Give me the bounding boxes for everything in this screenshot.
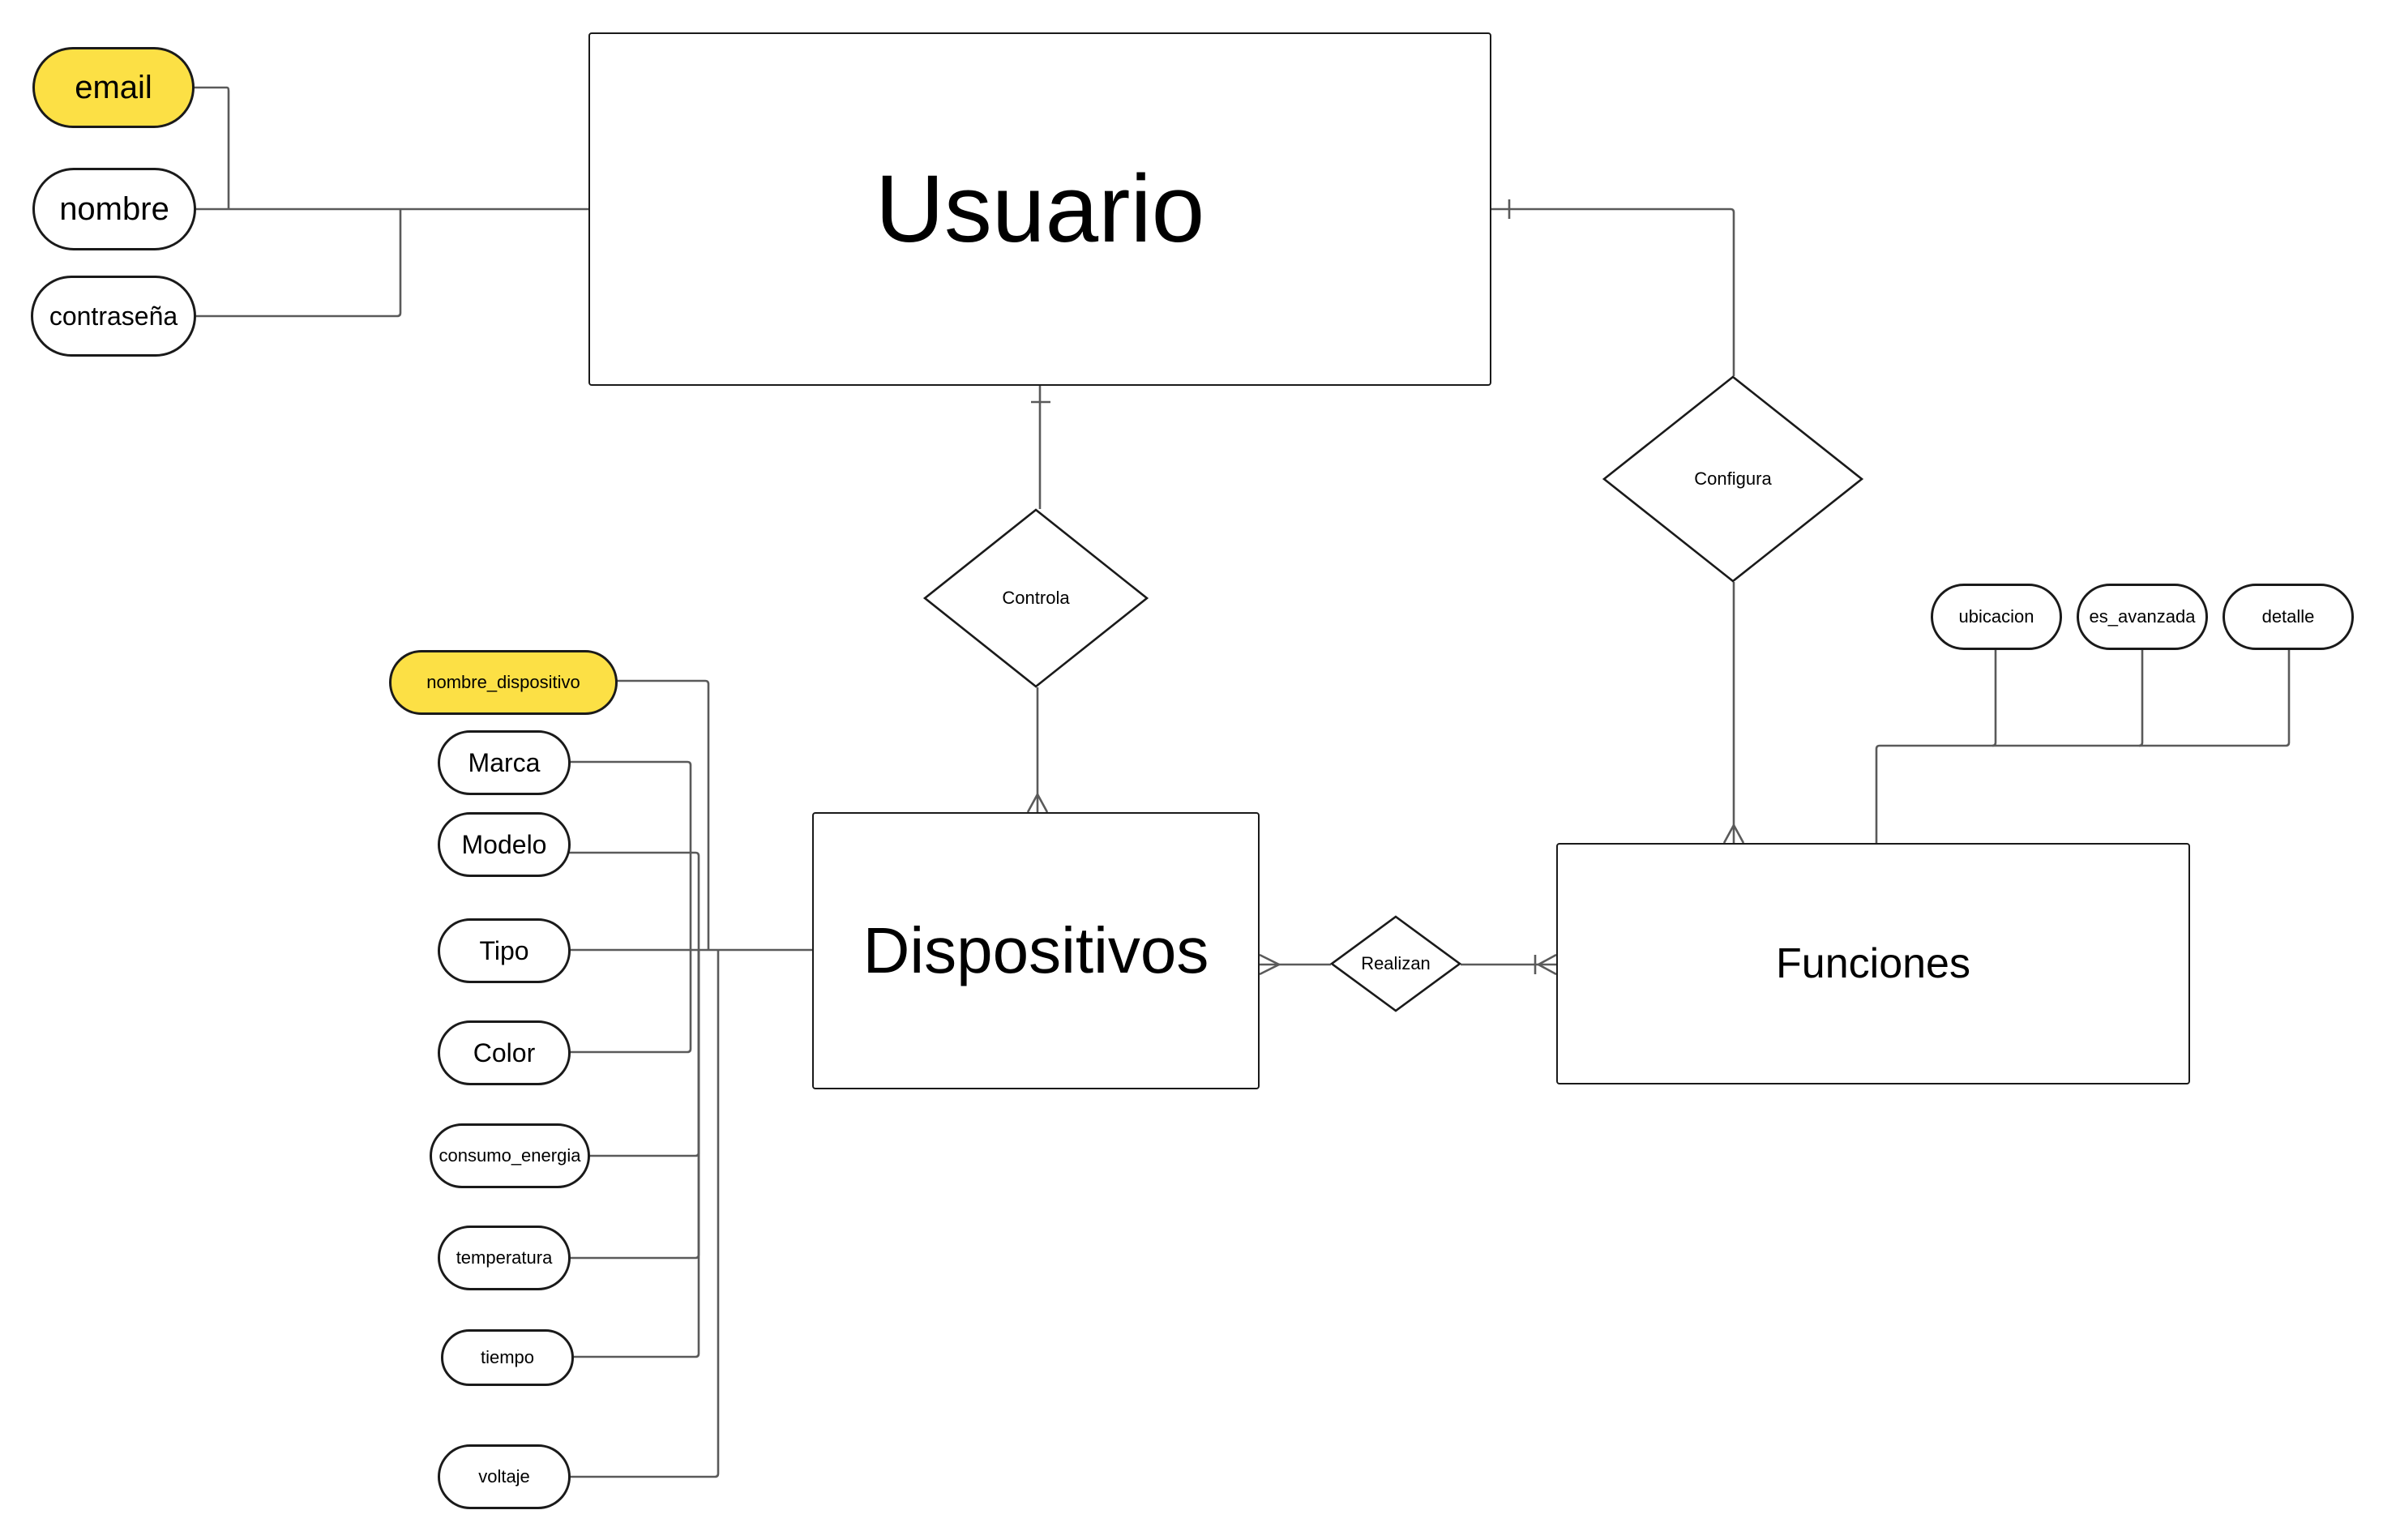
attribute-consumo-energia[interactable]: consumo_energia [430, 1123, 590, 1188]
attribute-marca-label: Marca [468, 747, 541, 777]
attribute-marca[interactable]: Marca [438, 730, 571, 795]
connector-nombre-dispositivo [616, 679, 710, 950]
attribute-temperatura-label: temperatura [456, 1247, 553, 1268]
attribute-detalle-label: detalle [2261, 606, 2315, 627]
attribute-nombre-dispositivo-key[interactable]: nombre_dispositivo [389, 650, 618, 715]
diamond-shape [922, 508, 1149, 688]
entity-usuario[interactable]: Usuario [588, 32, 1491, 386]
entity-funciones[interactable]: Funciones [1556, 843, 2190, 1084]
attribute-email-key[interactable]: email [32, 47, 195, 128]
attribute-detalle[interactable]: detalle [2223, 584, 2354, 650]
relationship-realizan-label: Realizan [1361, 953, 1431, 973]
attribute-es-avanzada[interactable]: es_avanzada [2077, 584, 2208, 650]
attribute-email-label: email [75, 69, 152, 105]
relationship-realizan[interactable]: Realizan [1329, 915, 1462, 1012]
connector-color [569, 950, 692, 1054]
relationship-controla[interactable]: Controla [922, 508, 1149, 688]
crowfoot-funciones-top [1722, 823, 1745, 844]
entity-dispositivos[interactable]: Dispositivos [812, 812, 1260, 1089]
connector-funciones-bus [1875, 648, 2291, 843]
attribute-nombre[interactable]: nombre [32, 168, 196, 250]
connector-contrasena [195, 209, 402, 318]
attribute-color-label: Color [473, 1037, 536, 1067]
connector-usuario-configura [1491, 207, 1735, 376]
attribute-es-avanzada-label: es_avanzada [2089, 606, 2196, 627]
connector-tiempo [572, 950, 700, 1358]
connector-es-avanzada [2138, 648, 2144, 747]
relationship-configura-label: Configura [1694, 468, 1772, 489]
crowfoot-funciones-left [1536, 953, 1557, 976]
attribute-tiempo[interactable]: tiempo [441, 1329, 574, 1386]
attribute-contrasena[interactable]: contraseña [31, 276, 196, 357]
attribute-temperatura[interactable]: temperatura [438, 1226, 571, 1290]
connector-voltaje [569, 950, 720, 1478]
attribute-tipo-label: Tipo [479, 935, 529, 965]
attribute-color[interactable]: Color [438, 1020, 571, 1085]
attribute-voltaje[interactable]: voltaje [438, 1444, 571, 1509]
attribute-modelo[interactable]: Modelo [438, 812, 571, 877]
attribute-consumo-energia-label: consumo_energia [439, 1145, 581, 1166]
connector-ubicacion [1992, 648, 1997, 747]
attribute-nombre-dispositivo-label: nombre_dispositivo [426, 672, 580, 692]
attribute-modelo-label: Modelo [461, 829, 547, 859]
crowfoot-dispositivos-top [1026, 792, 1049, 813]
connector-modelo [569, 851, 700, 950]
attribute-nombre-label: nombre [59, 190, 169, 227]
relationship-configura[interactable]: Configura [1602, 375, 1864, 583]
entity-funciones-label: Funciones [1776, 940, 1970, 987]
connector-email [193, 86, 230, 209]
entity-dispositivos-label: Dispositivos [862, 914, 1209, 986]
attribute-tiempo-label: tiempo [480, 1347, 535, 1367]
diamond-shape [1329, 915, 1462, 1012]
diamond-shape [1602, 375, 1864, 583]
attribute-ubicacion-label: ubicacion [1958, 606, 2034, 627]
attribute-contrasena-label: contraseña [49, 301, 178, 331]
attribute-voltaje-label: voltaje [478, 1466, 530, 1487]
relationship-controla-label: Controla [1002, 588, 1070, 608]
attribute-ubicacion[interactable]: ubicacion [1931, 584, 2062, 650]
attribute-tipo[interactable]: Tipo [438, 918, 571, 983]
crowfoot-dispositivos-right [1259, 953, 1281, 976]
entity-usuario-label: Usuario [875, 156, 1205, 263]
connector-marca [569, 760, 692, 950]
connector-temperatura [569, 950, 700, 1260]
